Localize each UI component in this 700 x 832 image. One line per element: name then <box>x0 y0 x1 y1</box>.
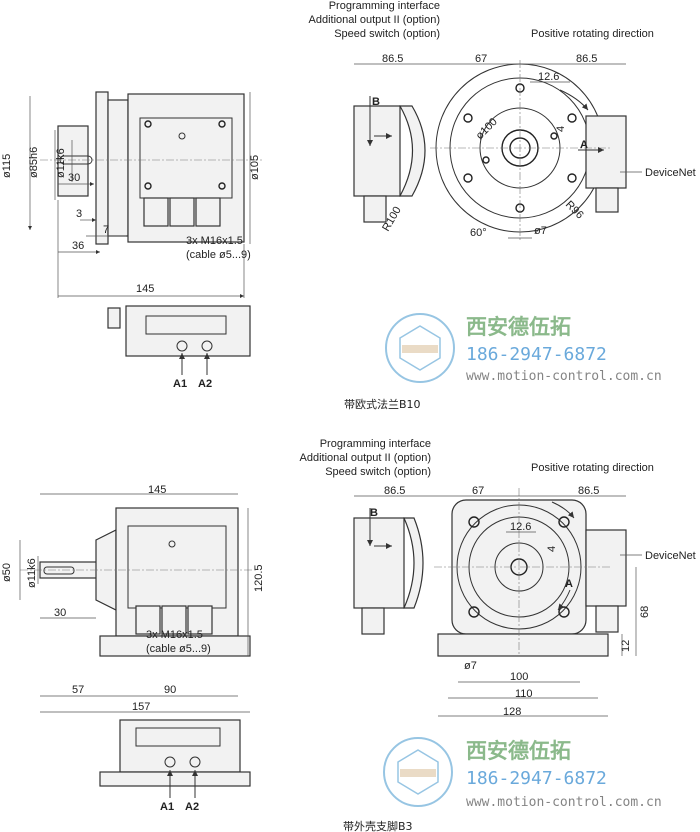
flange-body <box>107 99 129 237</box>
bottom-callout: Programming interface Additional output … <box>300 438 654 478</box>
dim-86-5-left: 86.5 <box>384 485 405 497</box>
bottom-side-view: 145 ø50 ø11k6 120.5 30 3x M16x1.5 (cable… <box>1 484 265 713</box>
dim-36: 36 <box>72 240 84 252</box>
label-b: B <box>370 507 378 519</box>
flange <box>95 91 109 245</box>
dim-128: 128 <box>503 706 521 718</box>
watermark-url: www.motion-control.com.cn <box>466 795 662 810</box>
dim-7: 7 <box>103 224 109 236</box>
dim-d105: ø105 <box>249 155 261 180</box>
dim-67: 67 <box>472 485 484 497</box>
watermark-company: 西安德伍拓 <box>466 315 571 339</box>
dim-100: 100 <box>510 671 528 683</box>
dim-4: 4 <box>555 126 567 132</box>
label-a: A <box>580 139 588 151</box>
dim-d11: ø11k6 <box>26 558 38 588</box>
dim-57: 57 <box>72 684 84 696</box>
dim-86-5-right: 86.5 <box>578 485 599 497</box>
dim-12-6: 12.6 <box>510 521 531 533</box>
dim-30: 30 <box>54 607 66 619</box>
dim-d85: ø85h6 <box>28 147 40 178</box>
top-bottom-view: A1 A2 <box>107 305 251 390</box>
label-a1: A1 <box>160 801 174 813</box>
dim-68: 68 <box>639 606 651 618</box>
rotation-label: Positive rotating direction <box>531 462 654 474</box>
dim-60deg: 60° <box>470 227 487 239</box>
cable-diameter: (cable ø5...9) <box>146 643 211 655</box>
dim-157: 157 <box>132 701 150 713</box>
dim-12: 12 <box>620 640 632 652</box>
label-a2: A2 <box>198 378 212 390</box>
bottom-bottom-view: A1 A2 <box>99 719 251 813</box>
dim-d50: ø50 <box>1 563 13 582</box>
dim-86-5-left: 86.5 <box>382 53 403 65</box>
watermark-bottom: 西安德伍拓 186-2947-6872 www.motion-control.c… <box>383 737 662 810</box>
dim-d100: ø100 <box>474 116 500 142</box>
label-b: B <box>372 96 380 108</box>
dim-120-5: 120.5 <box>253 564 265 592</box>
cable-diameter: (cable ø5...9) <box>186 249 251 261</box>
dim-67: 67 <box>475 53 487 65</box>
label-a1: A1 <box>173 378 187 390</box>
dim-3: 3 <box>76 208 82 220</box>
watermark-top: 西安德伍拓 186-2947-6872 www.motion-control.c… <box>385 313 662 384</box>
caption-b3: 带外壳支脚B3 <box>343 819 413 832</box>
dim-110: 110 <box>515 688 533 700</box>
dim-d7: ø7 <box>534 225 547 237</box>
dim-30: 30 <box>68 172 80 184</box>
cable-spec: 3x M16x1.5 <box>146 629 203 641</box>
dim-4: 4 <box>546 546 558 552</box>
dim-145: 145 <box>136 283 154 295</box>
watermark-url: www.motion-control.com.cn <box>466 369 662 384</box>
logo-globe-icon <box>383 737 453 807</box>
dim-d11: ø11k6 <box>55 148 67 178</box>
callout-output: Additional output II (option) <box>300 452 431 464</box>
dim-145: 145 <box>148 484 166 496</box>
callout-output: Additional output II (option) <box>309 14 440 26</box>
watermark-phone: 186-2947-6872 <box>466 344 607 365</box>
dim-86-5-right: 86.5 <box>576 53 597 65</box>
dim-12-6: 12.6 <box>538 71 559 83</box>
caption-b10: 带欧式法兰B10 <box>344 397 421 411</box>
callout-speed: Speed switch (option) <box>325 466 431 478</box>
watermark-phone: 186-2947-6872 <box>466 768 607 789</box>
label-a2: A2 <box>185 801 199 813</box>
callout-programming: Programming interface <box>329 0 440 12</box>
devicenet-label: DeviceNet <box>645 167 696 179</box>
top-callout: Programming interface Additional output … <box>309 0 654 40</box>
dim-d115: ø115 <box>1 154 13 178</box>
dim-90: 90 <box>164 684 176 696</box>
callout-speed: Speed switch (option) <box>334 28 440 40</box>
bottom-end-view: B 86.5 67 86.5 12.6 4 A DeviceNet 68 12 <box>353 485 696 718</box>
callout-programming: Programming interface <box>320 438 431 450</box>
top-side-view: ø115 ø85h6 ø11k6 30 ø105 3 7 36 145 3x M… <box>1 91 262 299</box>
top-end-view: B 86.5 R100 67 86.5 12.6 4 ø100 R96 60° … <box>353 53 696 240</box>
cable-spec: 3x M16x1.5 <box>186 235 243 247</box>
watermark-company: 西安德伍拓 <box>466 739 571 763</box>
logo-globe-icon <box>385 313 455 383</box>
devicenet-label: DeviceNet <box>645 550 696 562</box>
dim-d7: ø7 <box>464 660 477 672</box>
rotation-label: Positive rotating direction <box>531 28 654 40</box>
label-a: A <box>565 578 573 590</box>
